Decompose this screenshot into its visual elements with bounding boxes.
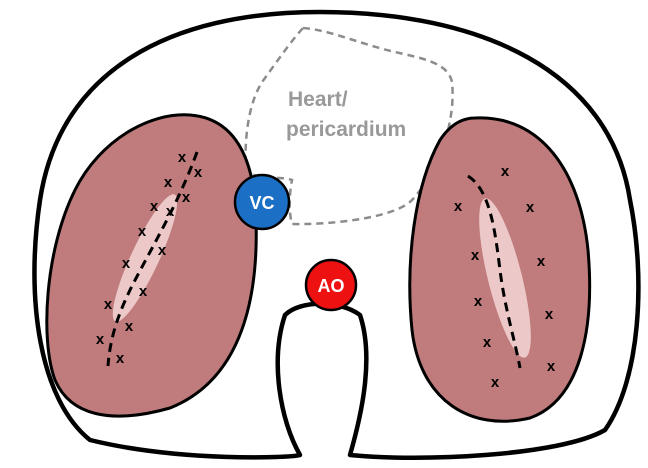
vena-cava-label: VC <box>249 193 274 213</box>
right-lung-highlight <box>479 198 531 358</box>
vena-cava-circle <box>233 173 291 231</box>
right-lung-x-mark: x <box>526 199 535 216</box>
right-lung-x-mark: x <box>501 163 510 180</box>
left-lung-x-mark: x <box>158 242 167 259</box>
right-lung-x-mark: x <box>471 247 480 264</box>
aorta-label: AO <box>318 276 345 296</box>
vena-cava: VC <box>233 173 291 231</box>
left-lung-x-mark: x <box>194 164 203 181</box>
right-lung-x-mark: x <box>545 306 554 323</box>
heart-label-line1: Heart/ <box>288 88 348 111</box>
left-lung-dashed-line <box>106 151 199 367</box>
left-lung-x-mark: x <box>96 331 105 348</box>
left-lung-x-mark: x <box>150 198 159 215</box>
right-lung-x-mark: x <box>537 253 546 270</box>
left-lung-x-mark: x <box>138 223 147 240</box>
heart-pericardium-outline <box>244 26 454 226</box>
right-lung-x-mark: x <box>491 374 500 391</box>
left-lung-x-mark: x <box>122 255 131 272</box>
left-lung-x-mark: x <box>139 283 148 300</box>
right-lung-x-mark: x <box>474 293 483 310</box>
left-lung-x-mark: x <box>116 350 125 367</box>
aorta: AO <box>304 258 358 312</box>
right-lung-x-mark: x <box>483 334 492 351</box>
right-lung-x-mark: x <box>454 198 463 215</box>
left-lung <box>45 113 258 418</box>
left-lung-x-mark: x <box>182 189 191 206</box>
left-lung-x-mark: x <box>125 318 134 335</box>
right-lung-markers: x x x x x x x x x x <box>454 163 556 391</box>
aorta-circle <box>304 258 358 312</box>
left-lung-x-mark: x <box>166 203 175 220</box>
left-lung-x-mark: x <box>178 149 187 166</box>
right-lung-x-mark: x <box>547 358 556 375</box>
left-lung-x-mark: x <box>164 174 173 191</box>
left-lung-x-mark: x <box>104 296 113 313</box>
right-lung <box>408 116 592 423</box>
heart-label-line2: pericardium <box>286 118 406 141</box>
